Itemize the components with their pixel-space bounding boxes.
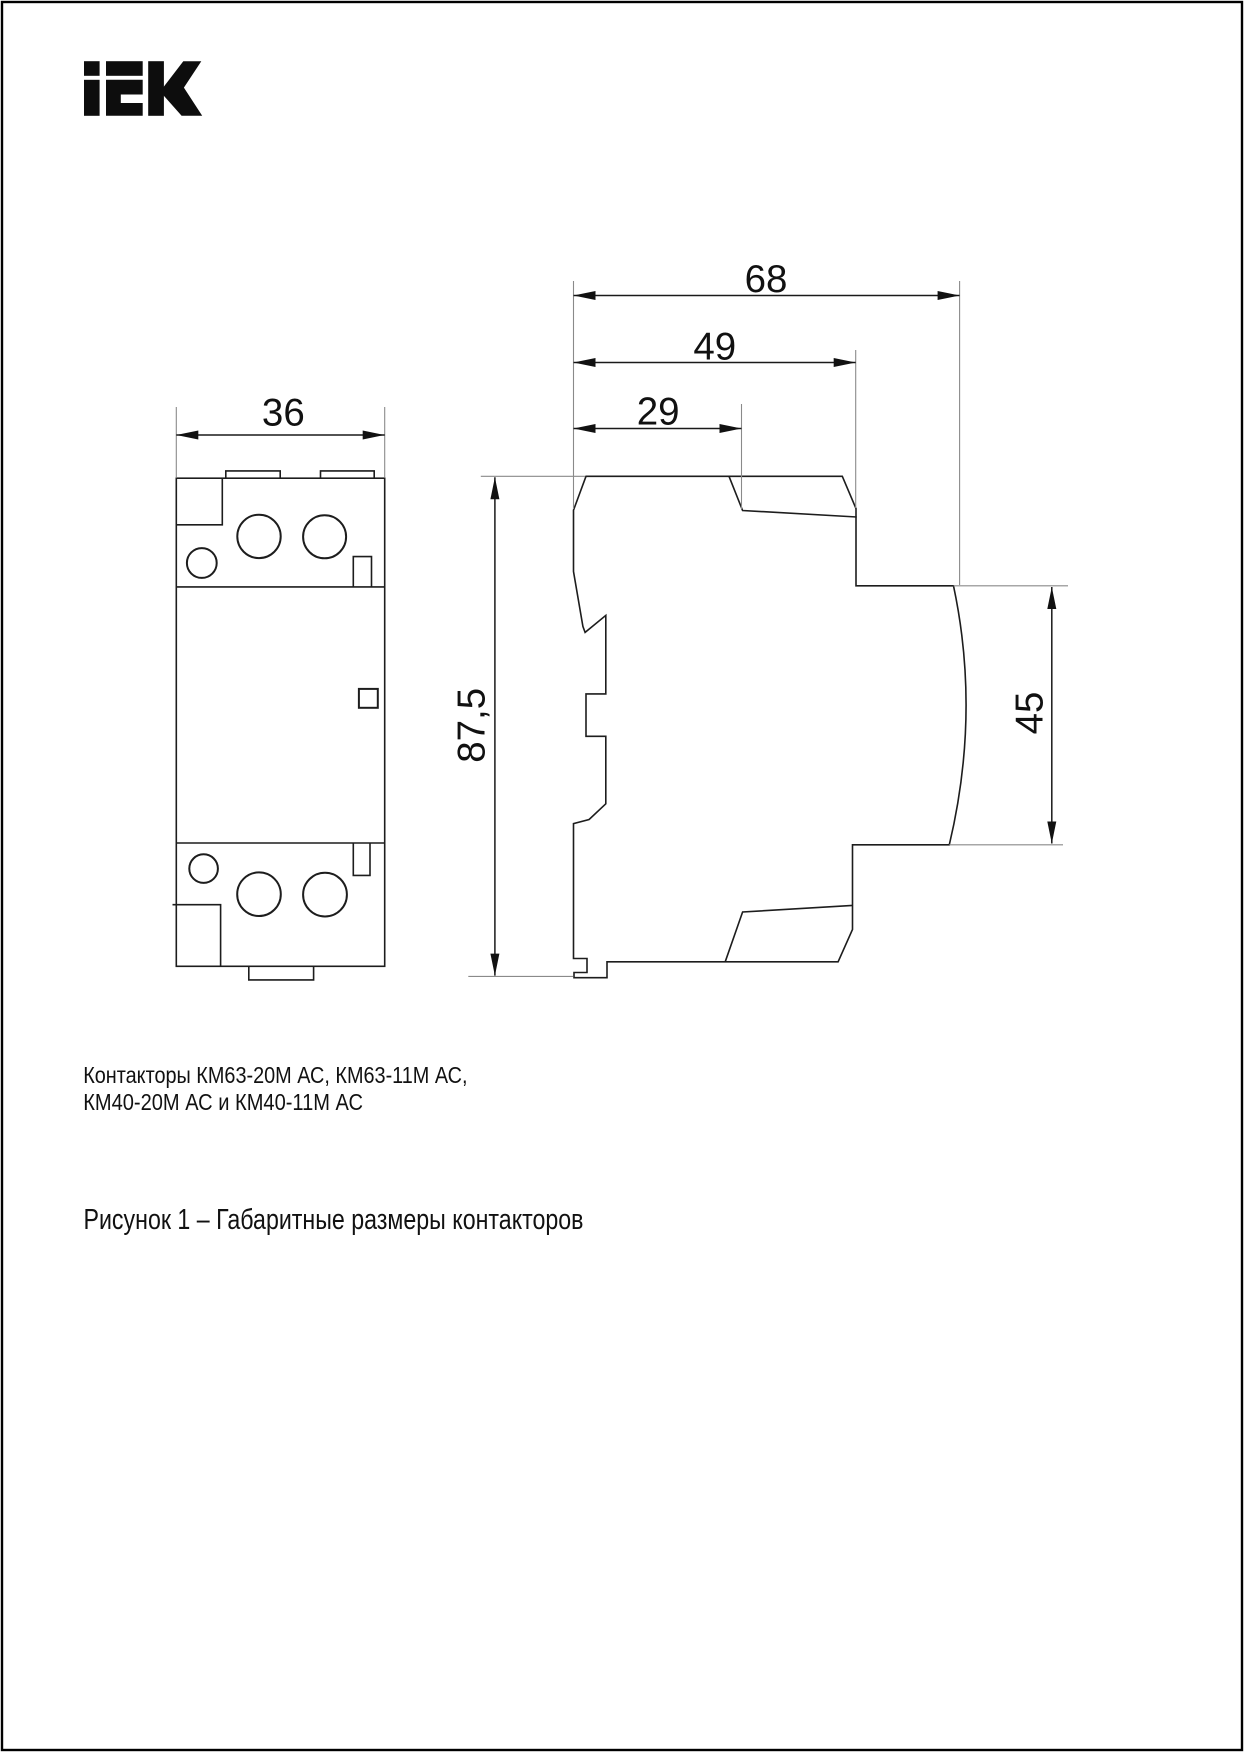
svg-text:36: 36: [262, 391, 305, 434]
svg-text:87,5: 87,5: [451, 688, 494, 763]
svg-text:Контакторы КМ63-20М АС, КМ63-1: Контакторы КМ63-20М АС, КМ63-11М АС,: [83, 1062, 467, 1088]
svg-text:29: 29: [637, 390, 680, 433]
svg-text:45: 45: [1009, 692, 1052, 735]
svg-text:68: 68: [745, 258, 788, 301]
svg-text:КМ40-20М АС и КМ40-11М АС: КМ40-20М АС и КМ40-11М АС: [83, 1089, 363, 1115]
svg-text:49: 49: [693, 326, 736, 369]
svg-text:Рисунок 1 – Габаритные размеры: Рисунок 1 – Габаритные размеры контактор…: [84, 1204, 584, 1236]
